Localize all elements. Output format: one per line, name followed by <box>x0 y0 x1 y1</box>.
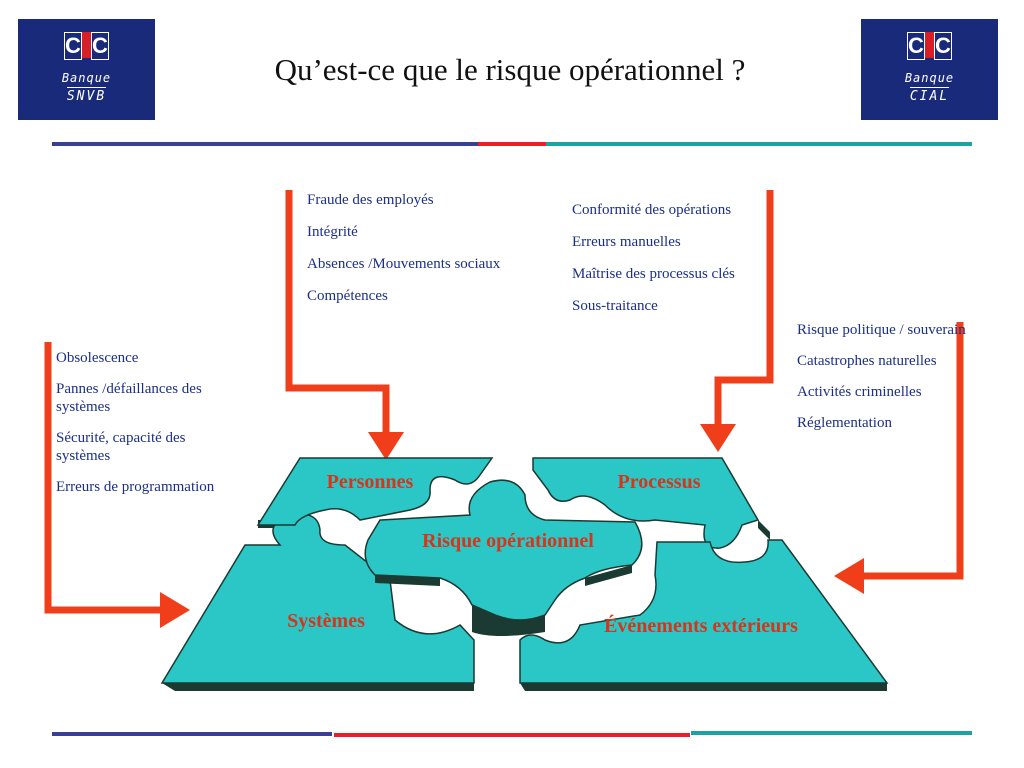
arrow-people <box>285 190 390 438</box>
list-item: Fraude des employés <box>307 192 434 208</box>
top-rule-navy <box>52 142 478 146</box>
piece-external <box>519 539 889 684</box>
logo-bank-label: Banque <box>904 71 955 85</box>
list-item: Absences /Mouvements sociaux <box>307 256 501 272</box>
bottom-rule-navy <box>52 732 332 736</box>
top-rule-teal <box>546 142 972 146</box>
piece-label-center: Risque opérationnel <box>422 530 594 552</box>
list-process-risks: Conformité des opérations Erreurs manuel… <box>572 201 735 329</box>
arrowhead-external <box>834 558 864 594</box>
list-external-risks: Risque politique / souverain Catastrophe… <box>797 321 967 445</box>
piece-label-systems: Systèmes <box>287 610 365 632</box>
list-item: Erreurs manuelles <box>572 234 681 250</box>
list-item: Intégrité <box>307 224 358 240</box>
piece-label-process: Processus <box>618 471 701 493</box>
arrowhead-systems <box>160 592 190 628</box>
list-item: Obsolescence <box>56 350 139 366</box>
list-item: Compétences <box>307 288 388 304</box>
top-rule-red <box>478 142 546 146</box>
list-item: Erreurs de programmation <box>56 479 215 495</box>
logo-bank-name: CIAL <box>909 87 950 104</box>
list-item: Conformité des opérations <box>572 202 732 218</box>
slide-title: Qu’est-ce que le risque opérationnel ? <box>274 52 746 87</box>
piece-people <box>256 457 494 526</box>
arrow-external <box>860 322 964 580</box>
list-item: Pannes /défaillances des systèmes <box>56 381 202 415</box>
bottom-rule-teal <box>691 731 972 735</box>
list-item: Réglementation <box>797 415 892 431</box>
list-item: Activités criminelles <box>797 384 922 400</box>
list-item: Maîtrise des processus clés <box>572 266 735 282</box>
list-systems-risks: Obsolescence Pannes /défaillances des sy… <box>56 349 236 509</box>
bottom-rule-red <box>334 733 690 737</box>
piece-label-people: Personnes <box>327 471 414 493</box>
logo-bank-label: Banque <box>61 71 112 85</box>
arrowhead-people <box>368 432 404 460</box>
arrow-process <box>714 190 774 430</box>
list-item: Risque politique / souverain <box>797 322 966 338</box>
piece-center <box>364 479 643 621</box>
list-people-risks: Fraude des employés Intégrité Absences /… <box>307 191 500 319</box>
list-item: Sous-traitance <box>572 298 658 314</box>
piece-label-external: Événements extérieurs <box>604 614 798 637</box>
logo-bank-name: SNVB <box>66 87 107 104</box>
list-item: Sécurité, capacité des systèmes <box>56 430 186 464</box>
piece-process <box>532 457 760 549</box>
arrow-systems <box>44 342 164 614</box>
arrowhead-process <box>700 424 736 452</box>
list-item: Catastrophes naturelles <box>797 353 937 369</box>
